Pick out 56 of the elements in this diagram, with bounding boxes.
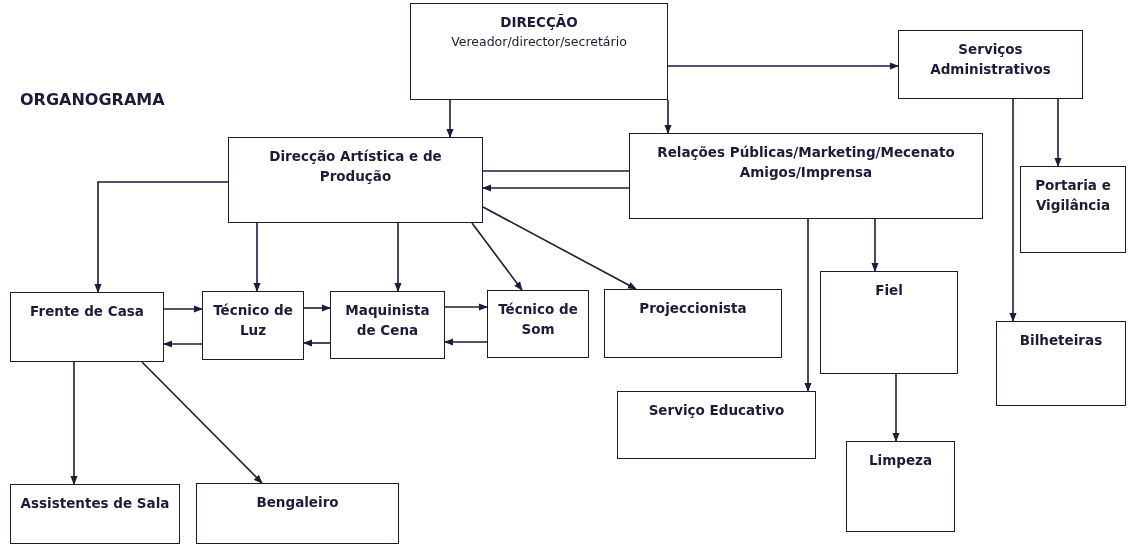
box-title: Limpeza: [868, 451, 933, 470]
arrow: [892, 373, 900, 442]
org-box: [820, 271, 958, 374]
arrow: [94, 181, 229, 293]
box-title: Portaria e Vigilância: [1034, 176, 1112, 215]
org-box: [228, 137, 483, 223]
box-title: DIRECÇÃO: [500, 13, 578, 32]
arrow: [141, 361, 263, 484]
box-title: Serviço Educativo: [648, 401, 785, 420]
org-box: [196, 483, 399, 544]
arrow: [444, 338, 488, 346]
box-title: Bengaleiro: [256, 493, 339, 512]
box-title: Bilheteiras: [1019, 331, 1103, 350]
org-box: [617, 391, 816, 459]
box-title: Relações Públicas/Marketing/Mecenato Amigos/Imprensa: [656, 143, 956, 182]
box-title: Projeccionista: [639, 299, 747, 318]
arrow: [253, 222, 261, 292]
box-title: Maquinista de Cena: [344, 301, 431, 340]
org-box: [330, 291, 445, 359]
org-box: [1020, 166, 1126, 253]
org-box: [410, 3, 668, 100]
arrow: [482, 184, 630, 192]
arrow: [1054, 98, 1062, 167]
arrow: [871, 218, 879, 272]
arrow: [482, 206, 637, 290]
box-subtitle: Vereador/director/secretário: [451, 33, 627, 51]
box-title: Fiel: [875, 281, 903, 300]
org-box: [996, 321, 1126, 406]
arrow: [163, 305, 203, 313]
box-title: Assistentes de Sala: [20, 494, 170, 513]
diagram-title: ORGANOGRAMA: [20, 89, 165, 111]
org-box: [846, 441, 955, 532]
arrow: [1009, 98, 1017, 322]
org-box: [898, 30, 1083, 99]
arrow: [163, 340, 203, 348]
arrow: [303, 339, 331, 347]
org-box: [202, 291, 304, 360]
arrow: [70, 361, 78, 485]
box-title: Direcção Artística e de Produção: [268, 147, 443, 186]
arrow: [394, 222, 402, 292]
box-title: Frente de Casa: [30, 302, 144, 321]
arrow: [667, 62, 899, 70]
org-box: [10, 292, 164, 362]
org-box: [629, 133, 983, 219]
arrow: [804, 218, 812, 392]
arrow: [446, 99, 454, 138]
box-title: Serviços Administrativos: [929, 40, 1052, 79]
arrow: [471, 222, 523, 291]
arrow: [444, 303, 488, 311]
org-box: [487, 290, 589, 358]
box-title: Técnico de Som: [497, 300, 579, 339]
arrow: [303, 304, 331, 312]
org-box: [10, 484, 180, 544]
org-box: [604, 289, 782, 358]
arrow: [664, 99, 672, 134]
box-title: Técnico de Luz: [212, 301, 294, 340]
